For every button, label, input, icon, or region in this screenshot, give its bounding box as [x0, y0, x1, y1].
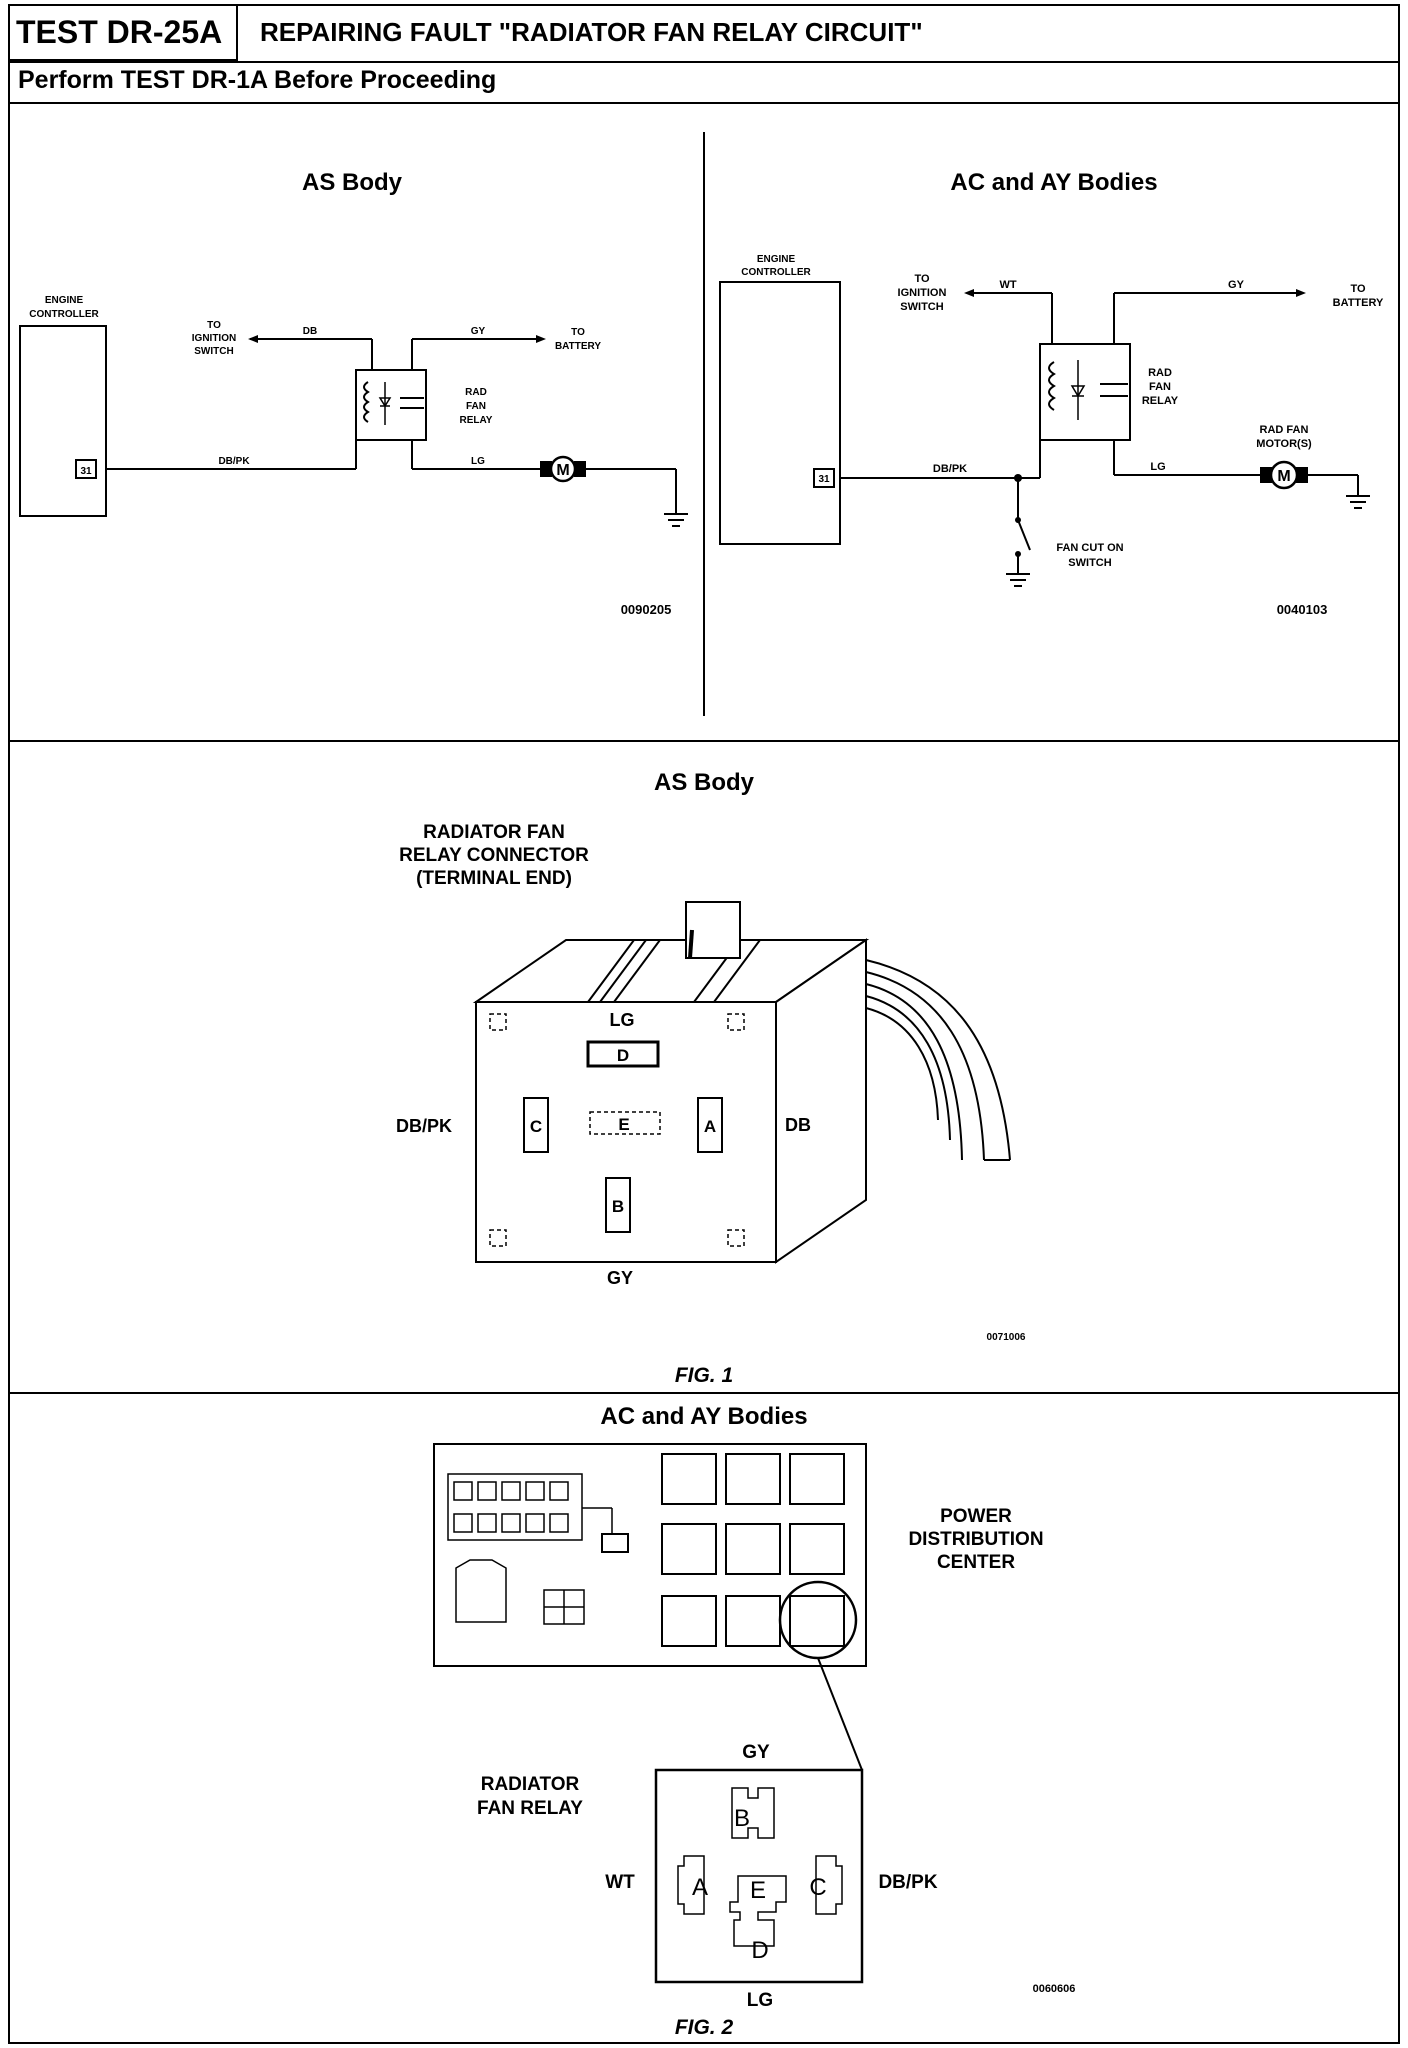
rad-fan-relay-socket: [654, 1768, 864, 1984]
wire-wt-label: WT: [999, 279, 1016, 291]
terminal-d: D: [751, 1937, 768, 1964]
pdc-label-3: CENTER: [937, 1552, 1015, 1573]
terminal-b: B: [612, 1197, 624, 1216]
section-divider-2: [8, 740, 1400, 742]
diagram-code: 0040103: [1277, 602, 1328, 617]
rad-fan-relay-symbol: [355, 369, 427, 441]
fig1-connector: AS Body RADIATOR FAN RELAY CONNECTOR (TE…: [396, 769, 1026, 1387]
wire-bottom-label: GY: [607, 1268, 633, 1288]
wire-bottom-label: LG: [747, 1990, 773, 2011]
wire-lg-label: LG: [1150, 461, 1165, 473]
wire-right-label: DB: [785, 1115, 811, 1135]
relay-grid: [661, 1453, 845, 1647]
motor-label-2: MOTOR(S): [1256, 438, 1312, 450]
wire-gy-label: GY: [1228, 279, 1245, 291]
header-divider: [8, 61, 1400, 63]
relay-label-1: RADIATOR: [481, 1774, 580, 1795]
relay-label-2: FAN: [1149, 381, 1171, 393]
to-battery-1: TO: [1350, 283, 1366, 295]
engine-controller-box: [19, 325, 107, 517]
ac-ay-heading: AC and AY Bodies: [950, 169, 1157, 196]
controller-label-2: CONTROLLER: [741, 267, 811, 278]
terminal-c: C: [530, 1117, 542, 1136]
terminal-c: C: [809, 1874, 826, 1901]
to-ignition-3: SWITCH: [900, 301, 943, 313]
terminal-e: E: [618, 1115, 629, 1134]
pin-label: 31: [818, 474, 830, 485]
controller-label-1: ENGINE: [757, 254, 796, 265]
wire-dbpk-label: DB/PK: [933, 463, 967, 475]
connector-label-1: RADIATOR FAN: [423, 822, 565, 843]
page-frame: [8, 4, 1400, 2044]
wire-lg-label: LG: [471, 456, 485, 467]
pin-box: [813, 468, 835, 488]
fig1-heading: AS Body: [654, 769, 755, 796]
wire-top-label: GY: [742, 1742, 770, 1763]
wire-dbpk-label: DB/PK: [218, 456, 250, 467]
diagram-code: 0060606: [1033, 1983, 1076, 1995]
pdc-label-1: POWER: [940, 1506, 1012, 1527]
wire-left-label: DB/PK: [396, 1116, 452, 1136]
section-divider-1: [8, 102, 1400, 104]
wire-top-label: LG: [610, 1010, 635, 1030]
fig2-heading: AC and AY Bodies: [600, 1403, 807, 1430]
relay-label-2: FAN RELAY: [477, 1798, 583, 1819]
wire-db-label: DB: [303, 326, 317, 337]
test-id: TEST DR-25A: [8, 4, 238, 61]
to-battery-2: BATTERY: [1333, 297, 1384, 309]
to-ignition-3: SWITCH: [194, 346, 233, 357]
to-ignition-2: IGNITION: [192, 333, 236, 344]
wire-right-label: DB/PK: [878, 1872, 937, 1893]
relay-label-3: RELAY: [460, 415, 493, 426]
relay-label-1: RAD: [465, 387, 487, 398]
diagram-code: 0090205: [621, 602, 672, 617]
motor-letter: M: [556, 462, 569, 479]
wire-left-label: WT: [605, 1872, 635, 1893]
fig2-caption: FIG. 2: [675, 2016, 734, 2039]
switch-label-1: FAN CUT ON: [1056, 542, 1123, 554]
terminal-b: B: [734, 1805, 750, 1832]
terminal-e: E: [750, 1877, 766, 1904]
as-body-heading: AS Body: [302, 169, 403, 196]
pdc-box: [433, 1443, 867, 1667]
relay-label-3: RELAY: [1142, 395, 1179, 407]
terminal-d: D: [617, 1046, 629, 1065]
rad-fan-relay-symbol: [1039, 343, 1131, 441]
terminal-a: A: [692, 1874, 708, 1901]
connector-label-2: RELAY CONNECTOR: [399, 845, 589, 866]
motor-label-1: RAD FAN: [1260, 424, 1309, 436]
engine-controller-box: [719, 281, 841, 545]
relay-label-2: FAN: [466, 401, 486, 412]
connector-label-3: (TERMINAL END): [416, 868, 572, 889]
to-ignition-1: TO: [207, 320, 221, 331]
controller-label-2: CONTROLLER: [29, 309, 99, 320]
relay-label-1: RAD: [1148, 367, 1172, 379]
fuse-block: [447, 1473, 629, 1625]
to-ignition-2: IGNITION: [898, 287, 947, 299]
to-battery-2: BATTERY: [555, 341, 601, 352]
fig2-pdc: AC and AY Bodies POWER DISTRIBUTION CENT…: [433, 1403, 1076, 2039]
switch-label-2: SWITCH: [1068, 557, 1111, 569]
pin-label: 31: [80, 466, 92, 477]
perform-instruction: Perform TEST DR-1A Before Proceeding: [18, 66, 497, 94]
pin-box: [75, 459, 97, 479]
diagram-code: 0071006: [987, 1332, 1026, 1343]
to-battery-1: TO: [571, 327, 585, 338]
to-ignition-1: TO: [914, 273, 930, 285]
section-divider-3: [8, 1392, 1400, 1394]
terminal-a: A: [704, 1117, 716, 1136]
pdc-label-2: DISTRIBUTION: [908, 1529, 1043, 1550]
fig1-caption: FIG. 1: [675, 1364, 733, 1387]
motor-letter: M: [1277, 468, 1290, 485]
controller-label-1: ENGINE: [45, 295, 84, 306]
as-body-schematic: AS Body ENGINE CONTROLLER 31: [19, 169, 688, 617]
ac-ay-schematic: AC and AY Bodies ENGINE CONTROLLER 31: [719, 169, 1384, 617]
wire-gy-label: GY: [471, 326, 486, 337]
page-title: REPAIRING FAULT "RADIATOR FAN RELAY CIRC…: [260, 17, 923, 47]
